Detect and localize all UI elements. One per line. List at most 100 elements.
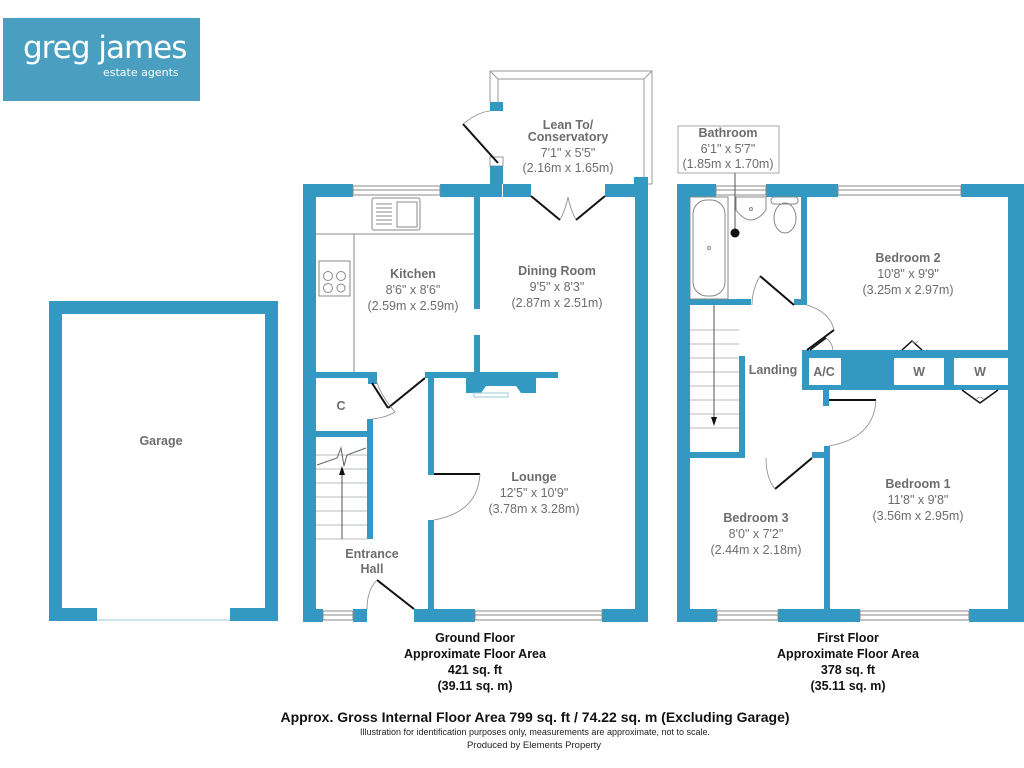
door-swing xyxy=(765,457,776,490)
room-label-conservatory: Conservatory xyxy=(528,130,609,144)
stair-break-line xyxy=(316,446,367,467)
opening xyxy=(531,186,605,195)
wall xyxy=(635,184,648,622)
producer-credit: Produced by Elements Property xyxy=(466,740,602,751)
room-dims-kitchen-metric: (2.59m x 2.59m) xyxy=(367,299,458,313)
room-label-airing-cupboard: A/C xyxy=(813,365,835,379)
basin-tap xyxy=(749,207,753,211)
wall xyxy=(414,609,475,622)
door-leaf xyxy=(806,329,835,351)
room-label-landing: Landing xyxy=(749,363,798,377)
bath-icon xyxy=(689,196,729,300)
sink-bowl xyxy=(396,201,418,228)
hob-ring xyxy=(336,283,346,293)
first-floor-subtitle: Approximate Floor Area xyxy=(777,647,920,661)
wall xyxy=(474,335,480,377)
wall xyxy=(794,299,807,305)
bathroom-label-box xyxy=(677,125,780,174)
wall xyxy=(440,184,502,197)
wall xyxy=(230,608,278,621)
first-floor-area-sqm: (35.11 sq. m) xyxy=(810,679,885,693)
room-label-wardrobe: W xyxy=(913,365,925,379)
wardrobe-door xyxy=(961,389,999,404)
room-label-bathroom: Bathroom xyxy=(698,126,757,140)
room-dims-lounge-metric: (3.78m x 3.28m) xyxy=(488,502,579,516)
door-leaf xyxy=(462,123,499,164)
ground-floor-walls xyxy=(303,184,648,622)
gross-area-summary: Approx. Gross Internal Floor Area 799 sq… xyxy=(280,709,790,725)
room-label-lounge: Lounge xyxy=(511,470,556,484)
logo-word-greg: greg xyxy=(23,30,90,66)
room-label-bedroom3: Bedroom 3 xyxy=(723,511,788,525)
room-label-dining: Dining Room xyxy=(518,264,596,278)
room-dims-bathroom-metric: (1.85m x 1.70m) xyxy=(682,157,773,171)
room-dims-bedroom1-imperial: 11'8" x 9'8" xyxy=(888,493,949,507)
wall xyxy=(316,431,372,437)
arrow-up-icon xyxy=(339,466,345,475)
wall xyxy=(303,609,323,622)
logo-word-james: james xyxy=(98,30,187,66)
room-label-bedroom1: Bedroom 1 xyxy=(885,477,950,491)
hob-ring xyxy=(323,283,333,293)
drainer-icon xyxy=(376,203,392,225)
door-swing xyxy=(975,396,985,401)
door-swing xyxy=(825,337,834,351)
ground-floor-doors xyxy=(366,195,606,610)
hob-ring xyxy=(336,271,346,281)
room-dims-bedroom2-metric: (3.25m x 2.97m) xyxy=(862,283,953,297)
front-door-leaf xyxy=(376,579,415,610)
first-floor-fixtures xyxy=(677,125,970,621)
wall xyxy=(824,446,830,622)
room-dims-dining-metric: (2.87m x 2.51m) xyxy=(511,296,602,310)
room-label-conservatory-line1: Lean To/ xyxy=(543,118,594,132)
first-floor-doors xyxy=(751,275,999,490)
room-label-wardrobe: W xyxy=(974,365,986,379)
wall xyxy=(677,184,690,622)
wall xyxy=(265,301,278,621)
room-label-cupboard: C xyxy=(336,399,345,413)
wall xyxy=(474,197,480,309)
wall xyxy=(303,184,316,622)
wall xyxy=(490,166,503,184)
door-swing xyxy=(806,304,835,331)
door-leaf xyxy=(371,382,389,409)
room-dims-dining-imperial: 9'5" x 8'3" xyxy=(530,280,585,294)
wall xyxy=(428,520,434,622)
room-label-garage: Garage xyxy=(139,434,182,448)
wall xyxy=(1008,184,1024,622)
room-label-entrance-line2: Hall xyxy=(361,562,384,576)
disclaimer: Illustration for identification purposes… xyxy=(359,727,710,737)
door-swing xyxy=(371,376,396,420)
wall xyxy=(49,301,62,621)
toilet-cistern xyxy=(770,196,799,205)
frame-corner xyxy=(643,70,653,80)
ground-floor-fixtures xyxy=(316,185,605,621)
wall xyxy=(602,609,648,622)
airing-cupboard xyxy=(809,358,841,385)
door-swing xyxy=(911,340,919,344)
ground-floor-area-sqm: (39.11 sq. m) xyxy=(437,679,512,693)
room-label-bedroom2: Bedroom 2 xyxy=(875,251,940,265)
ground-floor-area-sqft: 421 sq. ft xyxy=(448,663,503,677)
room-dims-conservatory-metric: (2.16m x 1.65m) xyxy=(522,161,613,175)
room-dims-bathroom-imperial: 6'1" x 5'7" xyxy=(701,142,756,156)
basin-icon xyxy=(735,196,767,221)
door-swing xyxy=(559,196,577,221)
door-leaf xyxy=(759,275,795,306)
hob-icon xyxy=(318,260,351,297)
wall xyxy=(690,452,745,458)
first-floor-cupboards xyxy=(809,358,1008,385)
hob-ring xyxy=(323,271,333,281)
wall xyxy=(969,609,1024,622)
door-leaf xyxy=(530,195,561,221)
conservatory xyxy=(462,70,653,186)
wall xyxy=(634,177,648,186)
wardrobe-door xyxy=(901,339,923,351)
ground-floor-subtitle: Approximate Floor Area xyxy=(404,647,547,661)
wardrobe xyxy=(894,358,944,385)
fireplace xyxy=(466,378,536,393)
door-swing xyxy=(828,399,877,447)
ac-door-leaf xyxy=(809,337,827,351)
door-leaf xyxy=(387,377,426,409)
